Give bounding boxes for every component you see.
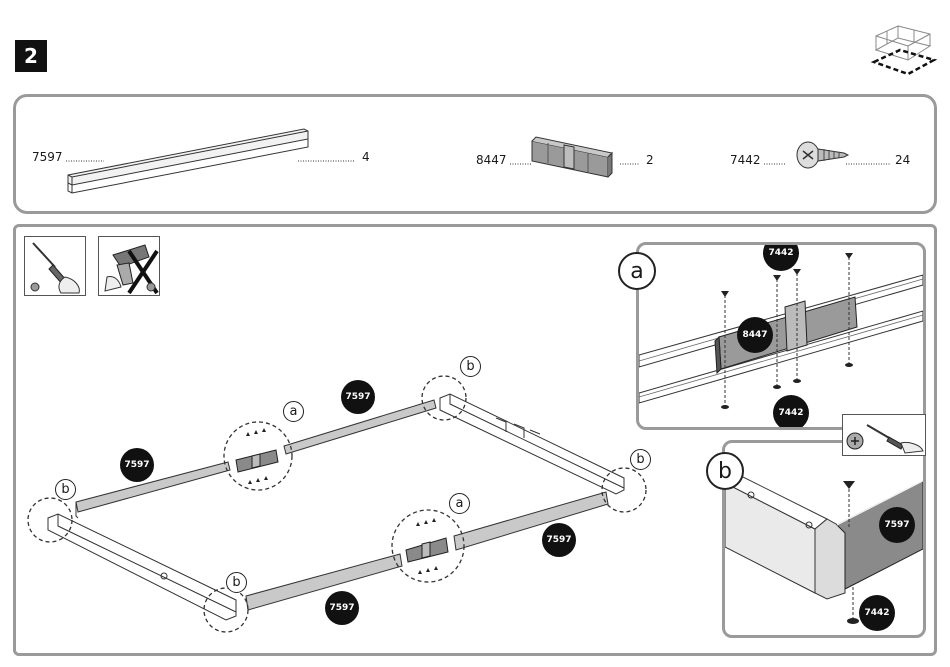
power-drill-crossed-icon bbox=[99, 237, 159, 295]
joint-letter-b-back-right: b bbox=[460, 356, 481, 377]
detail-callout-a: 7442 8447 7442 bbox=[636, 242, 926, 430]
part-code-8447: 8447 bbox=[476, 153, 507, 167]
detail-a-connector-tag: 8447 bbox=[737, 317, 773, 353]
beam-tag-front-right: 7597 bbox=[542, 523, 576, 557]
joint-letter-a-front: a bbox=[449, 493, 470, 514]
detail-b-screw-tag: 7442 bbox=[859, 595, 895, 631]
detail-b-beam-tag: 7597 bbox=[879, 507, 915, 543]
detail-b-corner-post bbox=[815, 519, 845, 599]
beam-front-left bbox=[246, 554, 402, 610]
part-qty-7597: 4 bbox=[362, 150, 370, 164]
leader-dots bbox=[764, 162, 788, 166]
joint-letter-b-front-right: b bbox=[630, 449, 651, 470]
step-number-badge: 2 bbox=[15, 40, 47, 72]
connector-bracket-8447 bbox=[528, 135, 618, 185]
leader-dots bbox=[298, 159, 358, 163]
beam-front-right bbox=[454, 492, 608, 550]
steel-beam-7597 bbox=[64, 125, 314, 195]
beam-tag-front-left: 7597 bbox=[325, 591, 359, 625]
joint-letter-a-back: a bbox=[283, 401, 304, 422]
beam-tag-back-left: 7597 bbox=[120, 448, 154, 482]
callout-letter-a: a bbox=[618, 252, 656, 290]
tool-allowed-box bbox=[24, 236, 86, 296]
greenhouse-floor-frame-icon bbox=[868, 22, 938, 82]
beam-tag-back-right: 7597 bbox=[341, 380, 375, 414]
detail-a-screw-tag-bottom: 7442 bbox=[773, 395, 809, 430]
tool-forbidden-box bbox=[98, 236, 160, 296]
part-qty-7442: 24 bbox=[895, 153, 910, 167]
screwdriver-icon bbox=[25, 237, 85, 295]
part-code-7597: 7597 bbox=[32, 150, 63, 164]
parts-list-panel: 7597 4 8447 2 7442 24 bbox=[13, 94, 937, 214]
leader-dots bbox=[620, 162, 644, 166]
callout-letter-b: b bbox=[706, 452, 744, 490]
detail-b-tool-box bbox=[842, 414, 926, 456]
detail-callout-b: 7597 7442 bbox=[722, 440, 926, 638]
leader-dots bbox=[846, 162, 892, 166]
joint-letter-b-back-left: b bbox=[55, 479, 76, 500]
screwdriver-icon bbox=[843, 415, 925, 455]
part-qty-8447: 2 bbox=[646, 153, 654, 167]
part-code-7442: 7442 bbox=[730, 153, 761, 167]
screw-7442-icon bbox=[794, 137, 850, 173]
joint-letter-b-front-left: b bbox=[226, 572, 247, 593]
